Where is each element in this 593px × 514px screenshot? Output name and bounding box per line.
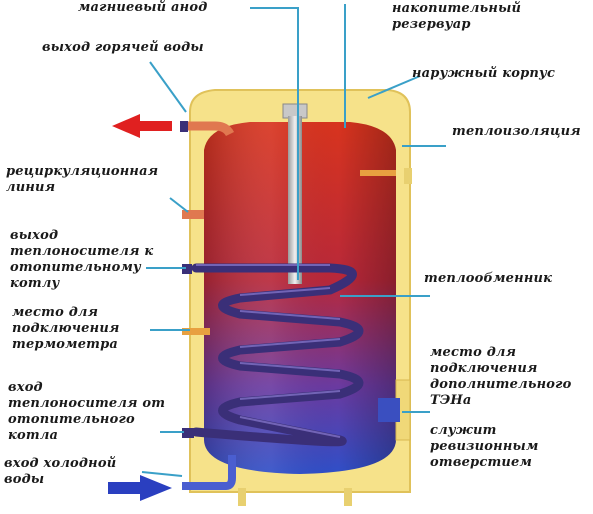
heat-exchanger-highlight — [196, 264, 341, 438]
insulation-nub — [404, 168, 412, 184]
magnesium-anode-rod — [288, 116, 302, 284]
hot-water-port — [180, 121, 188, 132]
coolant-inlet-port — [182, 428, 194, 438]
anode-cap — [282, 103, 308, 119]
label-coolant-inlet: вход теплоносителя от отопительного котл… — [8, 380, 166, 443]
insulation-port — [360, 170, 396, 176]
storage-tank-shading — [204, 122, 396, 474]
right-leg — [344, 488, 352, 506]
label-outer-casing: наружный корпус — [412, 66, 556, 81]
label-hot-water-outlet: выход горячей воды — [42, 40, 204, 55]
label-magnesium-anode: магниевый анод — [78, 0, 208, 15]
thermometer-port — [182, 328, 210, 335]
coolant-outlet-port — [182, 264, 192, 274]
heat-exchanger-coil — [191, 263, 364, 447]
label-thermometer-port: место для подключения термометра — [12, 305, 120, 352]
cold-water-pipe — [182, 455, 236, 490]
pointer-lines — [141, 4, 446, 477]
label-heating-element-port: место для подключения дополнительного ТЭ… — [430, 345, 572, 408]
left-leg — [238, 488, 246, 506]
label-storage-tank: накопительный резервуар — [392, 1, 522, 32]
label-recirculation-line: рециркуляционная линия — [6, 164, 159, 195]
label-revision-opening: служит ревизионным отверстием — [430, 423, 539, 470]
label-cold-water-inlet: вход холодной воды — [4, 456, 117, 487]
cold-water-arrow — [108, 475, 172, 501]
label-insulation: теплоизоляция — [452, 124, 581, 139]
hot-water-arrow — [112, 114, 172, 138]
recirculation-port — [182, 210, 204, 219]
label-heat-exchanger: теплообменник — [424, 271, 553, 286]
hot-water-pipe — [180, 121, 235, 137]
label-coolant-outlet: выход теплоносителя к отопительному котл… — [10, 228, 154, 291]
heating-element-port — [378, 398, 400, 422]
